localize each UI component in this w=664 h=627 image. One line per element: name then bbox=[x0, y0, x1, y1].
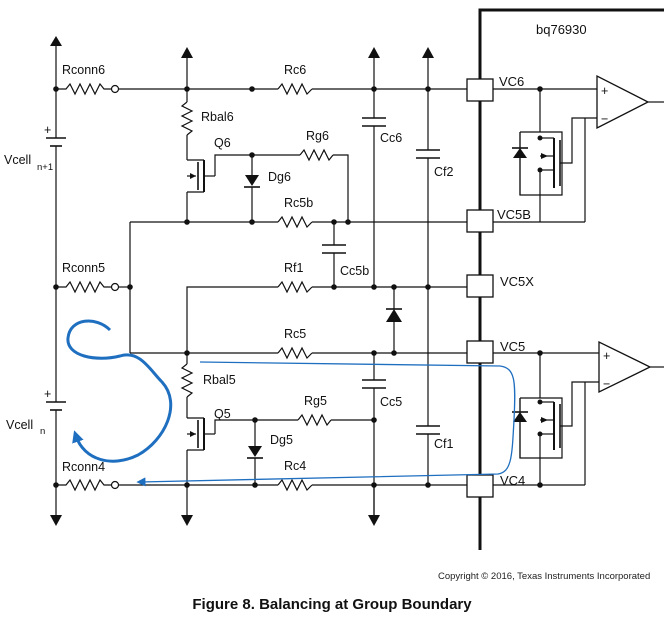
vc4-rail: Rc4 bbox=[119, 459, 467, 526]
upper-amp-minus: − bbox=[601, 112, 608, 126]
vc6-rail: Rc6 bbox=[119, 47, 467, 96]
copyright-text: Copyright © 2016, Texas Instruments Inco… bbox=[438, 571, 651, 582]
rc6-label: Rc6 bbox=[284, 63, 306, 77]
lower-amp-plus: + bbox=[603, 349, 610, 363]
cf2-label: Cf2 bbox=[434, 165, 454, 179]
chip-name-label: bq76930 bbox=[536, 22, 587, 37]
plus-sign-upper: + bbox=[44, 123, 51, 137]
pin-box-vc5 bbox=[466, 340, 494, 364]
cc5-label: Cc5 bbox=[380, 395, 402, 409]
main-current-loop bbox=[66, 319, 173, 463]
cc5b-cap: Cc5b bbox=[322, 222, 369, 287]
plus-sign-lower: + bbox=[44, 387, 51, 401]
cf2-cap: Cf2 bbox=[416, 89, 454, 287]
q6-label: Q6 bbox=[214, 136, 231, 150]
cc5b-label: Cc5b bbox=[340, 264, 369, 278]
pin-label-vc6: VC6 bbox=[499, 74, 524, 89]
q5-label: Q5 bbox=[214, 407, 231, 421]
internal-upper-switch: + − bbox=[493, 74, 664, 223]
cc6-label: Cc6 bbox=[380, 131, 402, 145]
vc5x-rail: Rf1 bbox=[186, 261, 467, 353]
rconn-resistors: Rconn6 Rconn5 Rconn4 bbox=[56, 63, 120, 492]
vcell-lower-label: Vcell bbox=[6, 418, 33, 432]
pin-box-vc6 bbox=[466, 78, 494, 102]
current-paths bbox=[66, 319, 516, 487]
rg5-label: Rg5 bbox=[304, 394, 327, 408]
balance-current-path bbox=[136, 361, 516, 487]
cf1-label: Cf1 bbox=[434, 437, 454, 451]
lower-amp-minus: − bbox=[603, 377, 610, 391]
pin-label-vc4: VC4 bbox=[500, 473, 525, 488]
vcell-upper-label: Vcell bbox=[4, 153, 31, 167]
pin-label-vc5x: VC5X bbox=[500, 274, 534, 289]
ic-boundary: bq76930 bbox=[478, 8, 664, 550]
cf1-cap: Cf1 bbox=[416, 287, 454, 485]
rbal6-label: Rbal6 bbox=[201, 110, 234, 124]
internal-lower-switch: + − bbox=[493, 340, 664, 488]
pin-label-vc5: VC5 bbox=[500, 339, 525, 354]
vcell-upper-subscript: n+1 bbox=[37, 162, 53, 173]
vcell-lower-subscript: n bbox=[40, 426, 45, 437]
rc5b-label: Rc5b bbox=[284, 196, 313, 210]
rc4-label: Rc4 bbox=[284, 459, 306, 473]
pin-box-vc4 bbox=[466, 474, 494, 498]
cc6-cap: Cc6 bbox=[362, 89, 402, 287]
figure-caption: Figure 8. Balancing at Group Boundary bbox=[192, 596, 472, 613]
upper-amp-plus: + bbox=[601, 84, 608, 98]
lower-balance-circuit: Rbal5 Q5 Dg5 Rg5 bbox=[180, 353, 377, 515]
dg5-label: Dg5 bbox=[270, 433, 293, 447]
rc5-label: Rc5 bbox=[284, 327, 306, 341]
vc5b-rail: Rc5b bbox=[119, 196, 467, 353]
pin-boxes: VC6 VC5B VC5X VC5 VC4 bbox=[466, 74, 534, 498]
rbal5-label: Rbal5 bbox=[203, 373, 236, 387]
rconn5-label: Rconn5 bbox=[62, 261, 105, 275]
cc5-cap: Cc5 bbox=[362, 353, 402, 515]
pin-box-vc5x bbox=[466, 274, 494, 298]
rconn6-label: Rconn6 bbox=[62, 63, 105, 77]
dg6-label: Dg6 bbox=[268, 170, 291, 184]
rf1-label: Rf1 bbox=[284, 261, 304, 275]
upper-balance-circuit: Rbal6 Q6 Dg6 Rg6 bbox=[180, 89, 349, 222]
pin-box-vc5b bbox=[466, 209, 494, 233]
rconn4-label: Rconn4 bbox=[62, 460, 105, 474]
pin-label-vc5b: VC5B bbox=[497, 207, 531, 222]
vc5-rail: Rc5 bbox=[130, 327, 467, 360]
rg6-label: Rg6 bbox=[306, 129, 329, 143]
battery-string: + + Vcell n+1 Vcell n bbox=[4, 36, 66, 526]
